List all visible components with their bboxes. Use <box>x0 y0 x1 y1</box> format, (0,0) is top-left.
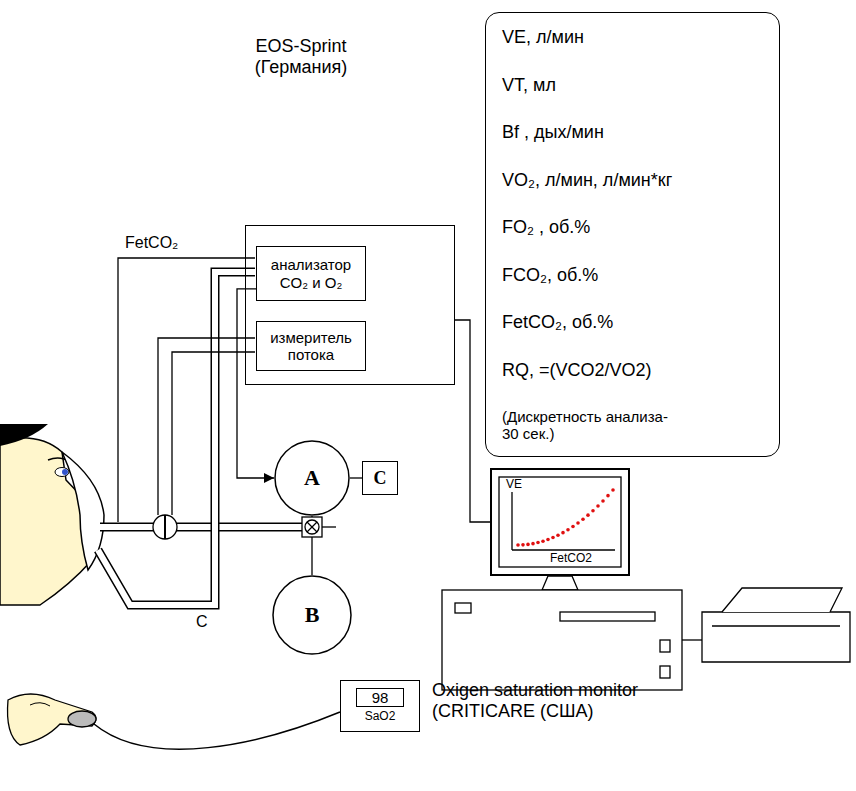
node-text: RQ, =(VCO2/VO2) <box>502 360 652 381</box>
valve-out <box>322 526 336 527</box>
flow-meter-box: измеритель потока <box>256 321 366 371</box>
flow-sensor-body <box>153 515 177 539</box>
device-caption: Oxigen saturation monitor (CRITICARE (СШ… <box>432 680 682 721</box>
circle-shape <box>273 576 351 654</box>
computer-button <box>455 603 471 613</box>
node-text: (Дискретность анализа- 30 сек.) <box>502 408 682 443</box>
device-housing: EOS-Sprint (Германия)анализатор CO₂ и O₂… <box>245 225 455 385</box>
finger <box>30 703 50 706</box>
chart-dot <box>556 533 560 537</box>
fetco2-wire <box>118 258 255 522</box>
chart-dot <box>601 499 605 503</box>
valve-cross <box>307 522 317 532</box>
computer-monitor: VE FetCO2 <box>490 468 630 576</box>
main-tube-inner <box>100 524 302 530</box>
main-tube <box>100 523 302 532</box>
parameter-panel: VE, л/минVT, мл Bf , дых/минVO₂, л/мин, л… <box>485 12 780 457</box>
node-text: C <box>374 468 387 489</box>
chart-dot <box>561 531 565 535</box>
signal-label: FetCO₂ <box>125 234 178 252</box>
chart-dot <box>531 542 535 546</box>
node-text: SaO2 <box>365 710 396 724</box>
computer-case <box>442 590 682 690</box>
tube-label: C <box>196 613 208 631</box>
printer-slot <box>712 625 840 626</box>
chart-dot <box>571 525 575 529</box>
connector <box>237 289 274 478</box>
oximeter-box: 98SaO2 <box>340 680 420 732</box>
sample-tube <box>98 272 255 605</box>
c-box: C <box>362 461 398 495</box>
sample-tube-inner <box>98 272 255 605</box>
device-title: EOS-Sprint (Германия) <box>241 36 361 77</box>
chart-dot <box>536 541 540 545</box>
chart-dot <box>596 504 600 508</box>
chart-dot <box>521 543 525 547</box>
hand-skin <box>8 694 97 745</box>
chart-axis <box>511 492 512 550</box>
node-text: анализатор CO₂ и O₂ <box>261 256 361 291</box>
node-text: B <box>305 602 320 627</box>
flow-sensor <box>153 515 177 539</box>
valve-cross <box>307 522 317 532</box>
hair <box>0 424 48 446</box>
chart-dot <box>516 543 520 547</box>
chart-dot <box>591 509 595 513</box>
printer-paper <box>722 588 842 612</box>
chart-dot <box>606 494 610 498</box>
chart-dot <box>526 543 530 547</box>
node-text: VE <box>504 478 524 492</box>
chart-axis <box>512 549 615 550</box>
node-text: VT, мл <box>502 75 556 96</box>
stem-b <box>311 537 312 575</box>
bag-circle: A <box>274 440 350 516</box>
chart-dot <box>586 513 590 517</box>
chart-dot <box>576 521 580 525</box>
circle-shape <box>275 441 349 515</box>
tubes <box>98 258 302 605</box>
hand <box>8 694 341 749</box>
chart-dot <box>551 536 555 540</box>
floppy-slot <box>560 612 655 621</box>
node-text: VO₂, л/мин, л/мин*кг <box>502 170 672 191</box>
analyzer-box: анализатор CO₂ и O₂ <box>256 246 366 301</box>
chart-dot <box>541 539 545 543</box>
computer-button <box>660 666 670 678</box>
node-text: FetCO₂, об.% <box>502 312 613 333</box>
eye <box>55 468 69 477</box>
valve-body <box>302 517 322 537</box>
c-link <box>350 477 362 478</box>
node-text: FetCO2 <box>548 552 594 566</box>
node-text: FO₂ , об.% <box>502 217 590 238</box>
flow-line <box>172 352 255 515</box>
chart-dot <box>546 538 550 542</box>
node-text: VE, л/мин <box>502 27 584 48</box>
flow-line <box>158 338 255 515</box>
bag-circle: B <box>272 575 352 655</box>
monitor-stand <box>542 576 578 590</box>
node-text: A <box>304 465 320 490</box>
chart-dot <box>611 488 615 492</box>
chart-dot <box>581 517 585 521</box>
chart-dot <box>566 528 570 532</box>
node-text: измеритель потока <box>261 329 361 364</box>
flow-sensor-bar <box>164 515 166 539</box>
monitor-screen <box>499 477 621 567</box>
printer-cable <box>682 639 702 640</box>
iris <box>62 469 68 475</box>
computer-button <box>660 640 670 652</box>
patient-face <box>0 424 104 605</box>
valve-disc <box>305 520 319 534</box>
chart-dots <box>516 488 615 547</box>
node-text: Bf , дых/мин <box>502 122 604 143</box>
computer <box>442 477 850 690</box>
finger-probe <box>68 711 96 727</box>
probe-cable <box>94 712 340 749</box>
printer-body <box>702 612 850 662</box>
node-text: FCO₂, об.% <box>502 265 598 286</box>
node-text: 98 <box>356 688 404 707</box>
